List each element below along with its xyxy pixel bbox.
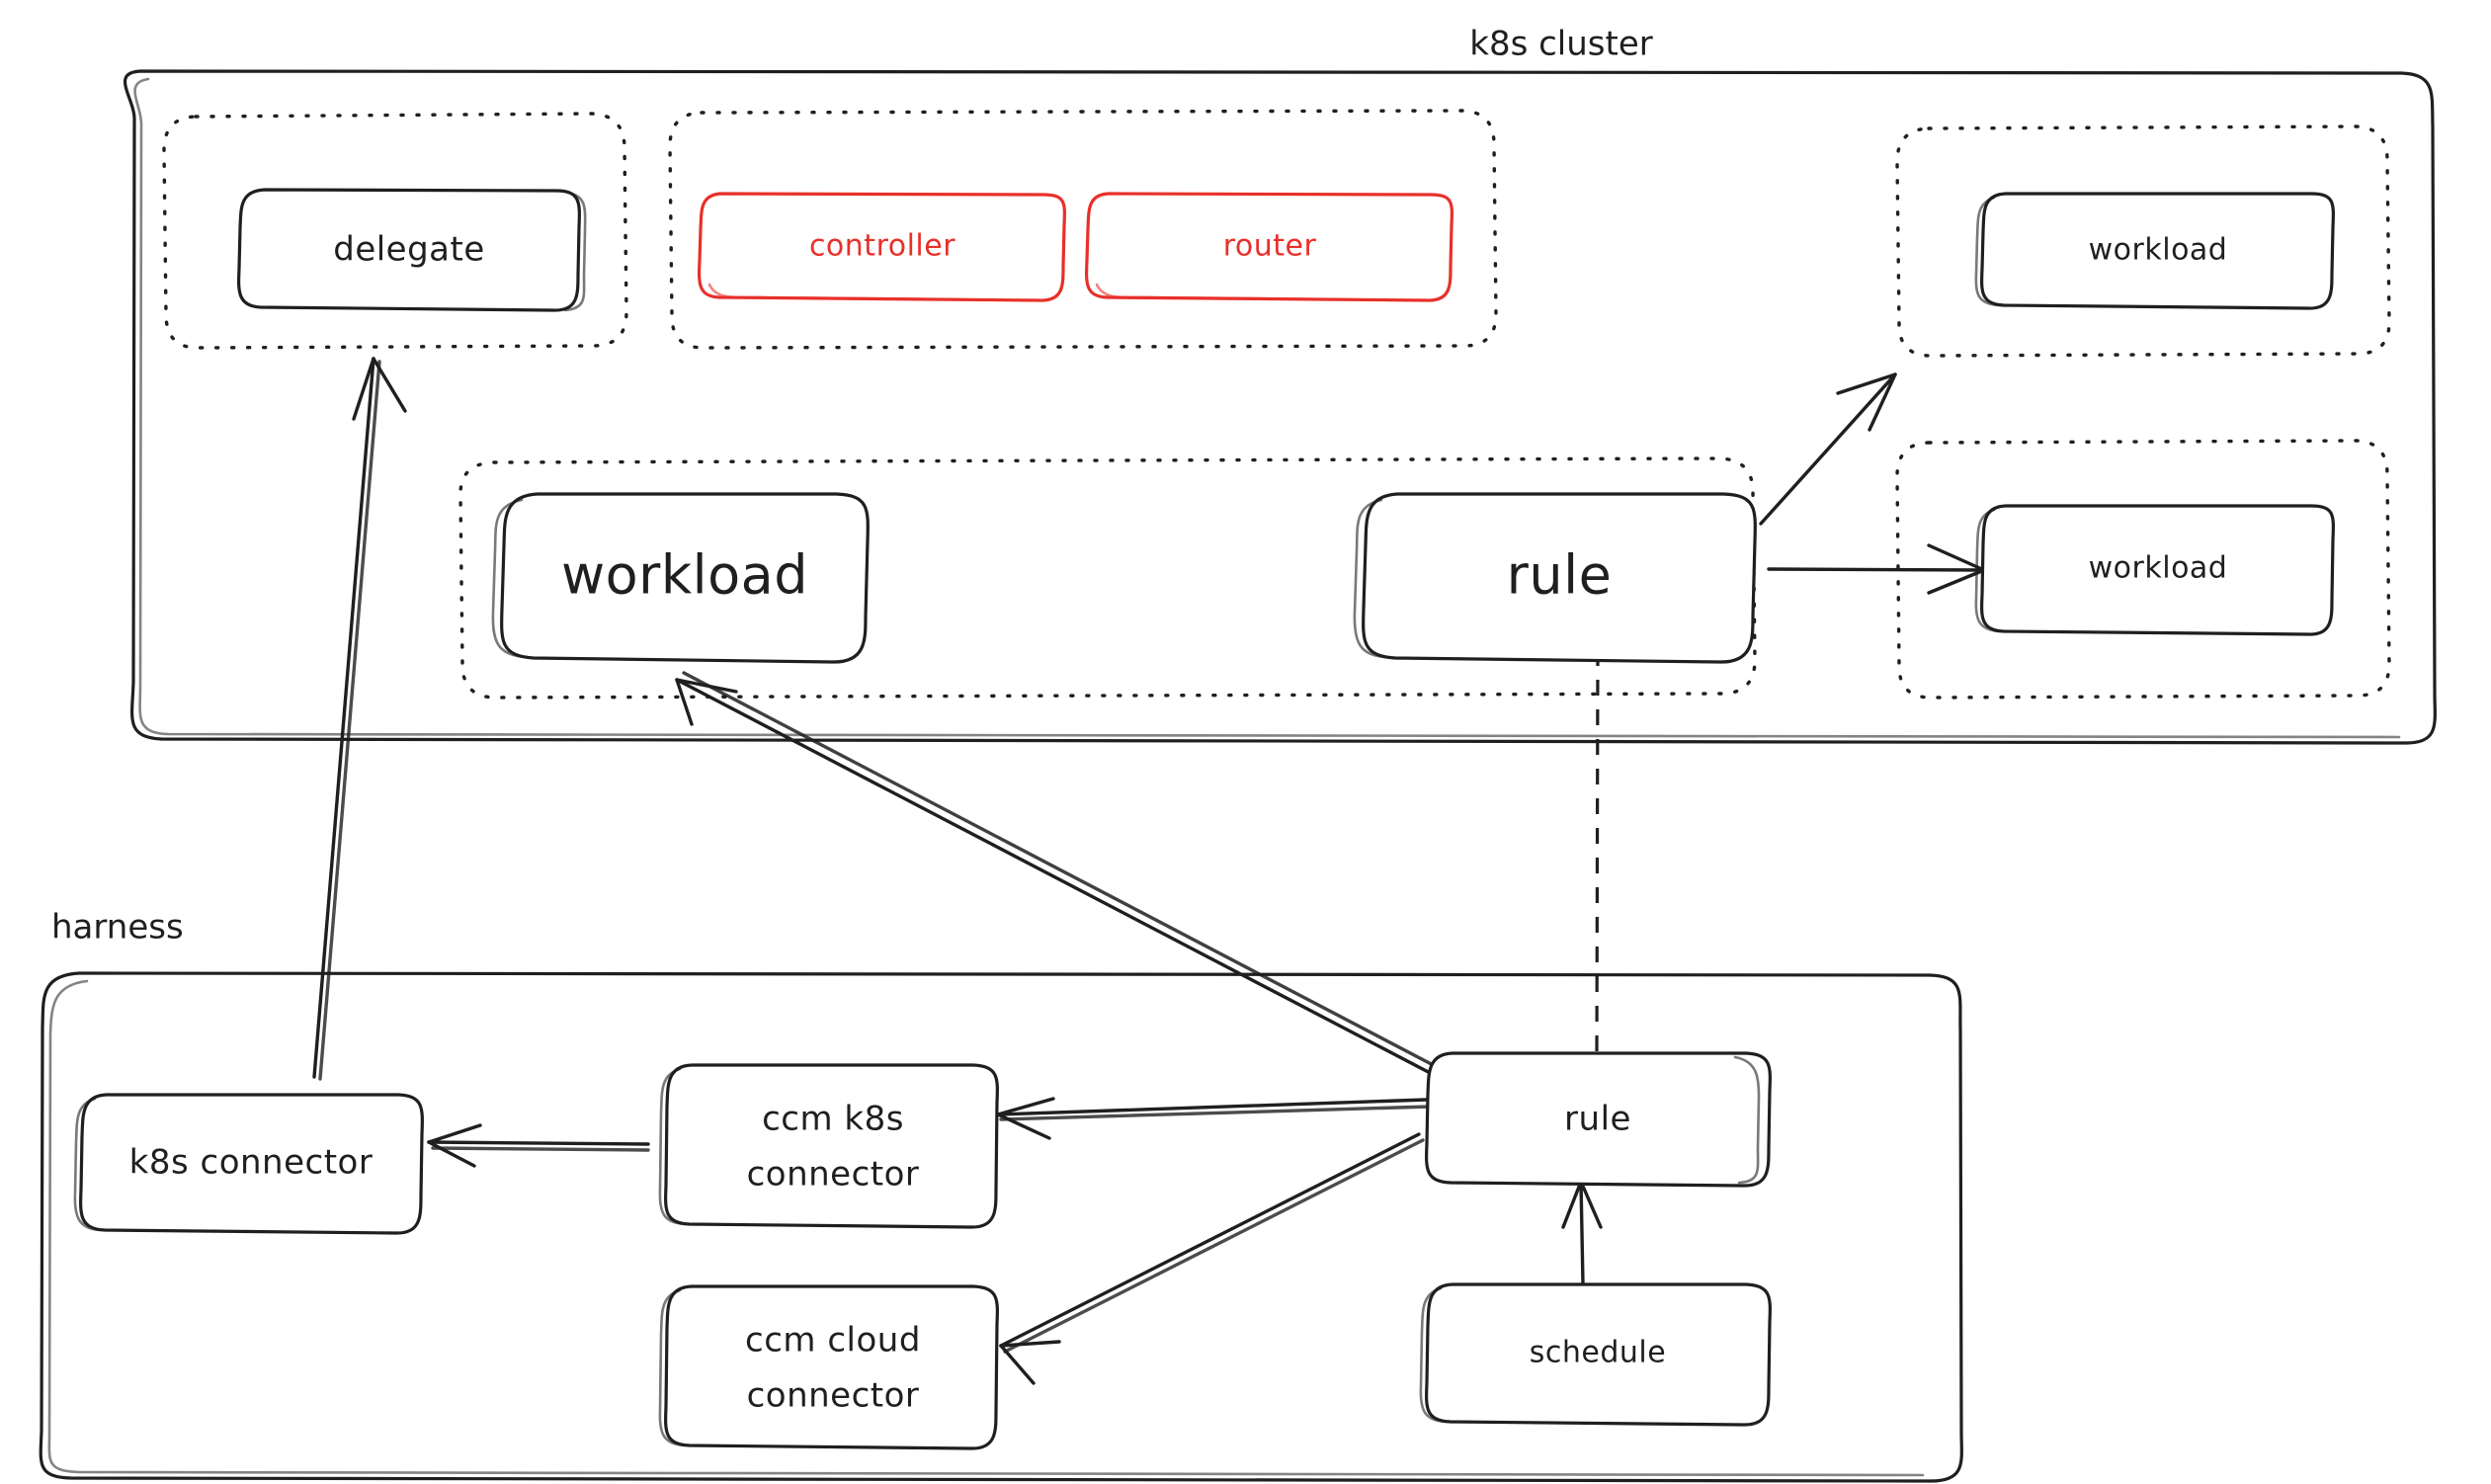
node-ccm-k8s-connector-label-line2: connector: [747, 1155, 920, 1195]
edge-rule-to-workload-top-right: [1759, 372, 1897, 526]
node-schedule-label: schedule: [1530, 1336, 1666, 1370]
node-workload-mid-right[interactable]: workload: [1974, 504, 2335, 636]
namespace-app: [458, 456, 1757, 700]
edge-rule-harness-to-workload-center: [675, 671, 1445, 1079]
namespace-workload-b: [1895, 439, 2391, 700]
node-k8s-connector[interactable]: k8s connector: [73, 1093, 424, 1235]
cluster-harness: [39, 971, 1963, 1483]
node-ccm-cloud-connector[interactable]: ccm cloud connector: [658, 1284, 999, 1450]
node-schedule[interactable]: schedule: [1419, 1282, 1772, 1427]
edge-rule-harness-to-ccm-k8s-connector: [996, 1097, 1432, 1140]
edge-rule-cluster-to-rule-harness: [1595, 649, 1600, 1056]
edge-rule-to-workload-mid-right: [1767, 543, 1986, 595]
cluster-k8s: [123, 69, 2437, 745]
node-router-label: router: [1223, 229, 1317, 264]
node-rule-cluster-label: rule: [1507, 544, 1613, 607]
node-delegate-label: delegate: [333, 230, 485, 270]
node-rule-harness[interactable]: rule: [1425, 1051, 1772, 1188]
node-ccm-cloud-connector-label-line1: ccm cloud: [745, 1321, 921, 1360]
node-controller[interactable]: controller: [698, 192, 1066, 302]
node-router[interactable]: router: [1085, 192, 1453, 302]
node-workload-top-right-label: workload: [2089, 233, 2228, 268]
node-rule-cluster[interactable]: rule: [1353, 492, 1757, 664]
namespace-workload-a: [1895, 124, 2391, 358]
node-rule-harness-label: rule: [1564, 1100, 1631, 1139]
cluster-k8s-caption: k8s cluster: [1469, 25, 1652, 64]
node-delegate[interactable]: delegate: [237, 188, 587, 312]
node-workload-mid-right-label: workload: [2089, 551, 2228, 586]
edge-schedule-to-rule-harness: [1561, 1180, 1603, 1286]
node-controller-label: controller: [809, 229, 955, 264]
node-ccm-cloud-connector-label-line2: connector: [747, 1376, 920, 1416]
node-ccm-k8s-connector[interactable]: ccm k8s connector: [658, 1063, 999, 1229]
node-ccm-k8s-connector-label-line1: ccm k8s: [762, 1100, 904, 1139]
edge-ccm-k8s-connector-to-k8s-connector: [427, 1123, 650, 1168]
node-workload-center-label: workload: [561, 544, 808, 607]
cluster-harness-caption: harness: [51, 908, 184, 948]
edge-rule-harness-to-ccm-cloud-connector: [999, 1132, 1425, 1385]
node-workload-center[interactable]: workload: [491, 492, 870, 664]
node-workload-top-right[interactable]: workload: [1974, 192, 2335, 310]
node-k8s-connector-label: k8s connector: [129, 1143, 374, 1183]
edge-k8s-connector-to-delegate: [312, 357, 407, 1081]
